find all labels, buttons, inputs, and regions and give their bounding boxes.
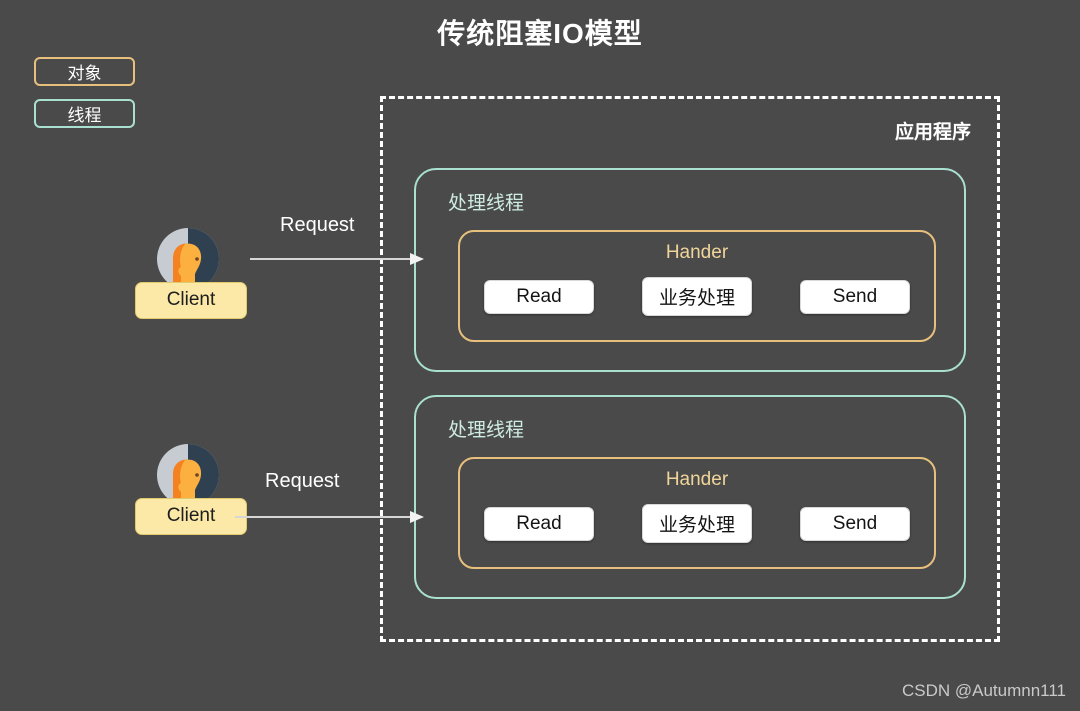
client-group-2: Client: [135, 444, 247, 535]
application-boundary: 应用程序: [380, 96, 1000, 642]
watermark: CSDN @Autumnn111: [901, 681, 1066, 700]
op-read-2[interactable]: Read: [483, 506, 594, 541]
handler-operations-1: Read 业务处理 Send: [460, 277, 934, 316]
legend-item-object: 对象: [34, 57, 135, 86]
page-title: 传统阻塞IO模型: [437, 18, 643, 49]
op-business-2[interactable]: 业务处理: [641, 504, 752, 543]
thread-box-2: 处理线程 Hander Read 业务处理 Send: [414, 395, 966, 599]
request-label-1: Request: [280, 214, 355, 236]
request-label-2: Request: [265, 470, 340, 492]
user-avatar-icon: [157, 444, 219, 506]
client-label-1: Client: [135, 282, 247, 319]
user-avatar-icon: [157, 228, 219, 290]
legend-thread-label: 线程: [67, 106, 102, 125]
thread-label-1: 处理线程: [448, 193, 525, 214]
handler-title-1: Hander: [665, 242, 729, 263]
client-label-2: Client: [135, 498, 247, 535]
op-send-2[interactable]: Send: [799, 506, 910, 541]
client-group-1: Client: [135, 228, 247, 319]
handler-box-1: Hander Read 业务处理 Send: [458, 230, 936, 342]
thread-box-1: 处理线程 Hander Read 业务处理 Send: [414, 168, 966, 372]
legend-item-thread: 线程: [34, 99, 135, 128]
request-arrow-1: [250, 253, 424, 265]
avatar-person-glyph: [173, 243, 202, 290]
op-business-1[interactable]: 业务处理: [641, 277, 752, 316]
request-arrow-2: [235, 511, 424, 523]
handler-title-2: Hander: [665, 469, 729, 490]
legend-object-label: 对象: [67, 64, 102, 83]
handler-box-2: Hander Read 业务处理 Send: [458, 457, 936, 569]
application-label: 应用程序: [894, 122, 971, 143]
handler-operations-2: Read 业务处理 Send: [460, 504, 934, 543]
op-read-1[interactable]: Read: [483, 279, 594, 314]
thread-label-2: 处理线程: [448, 420, 525, 441]
avatar-person-glyph: [173, 459, 202, 506]
op-send-1[interactable]: Send: [799, 279, 910, 314]
